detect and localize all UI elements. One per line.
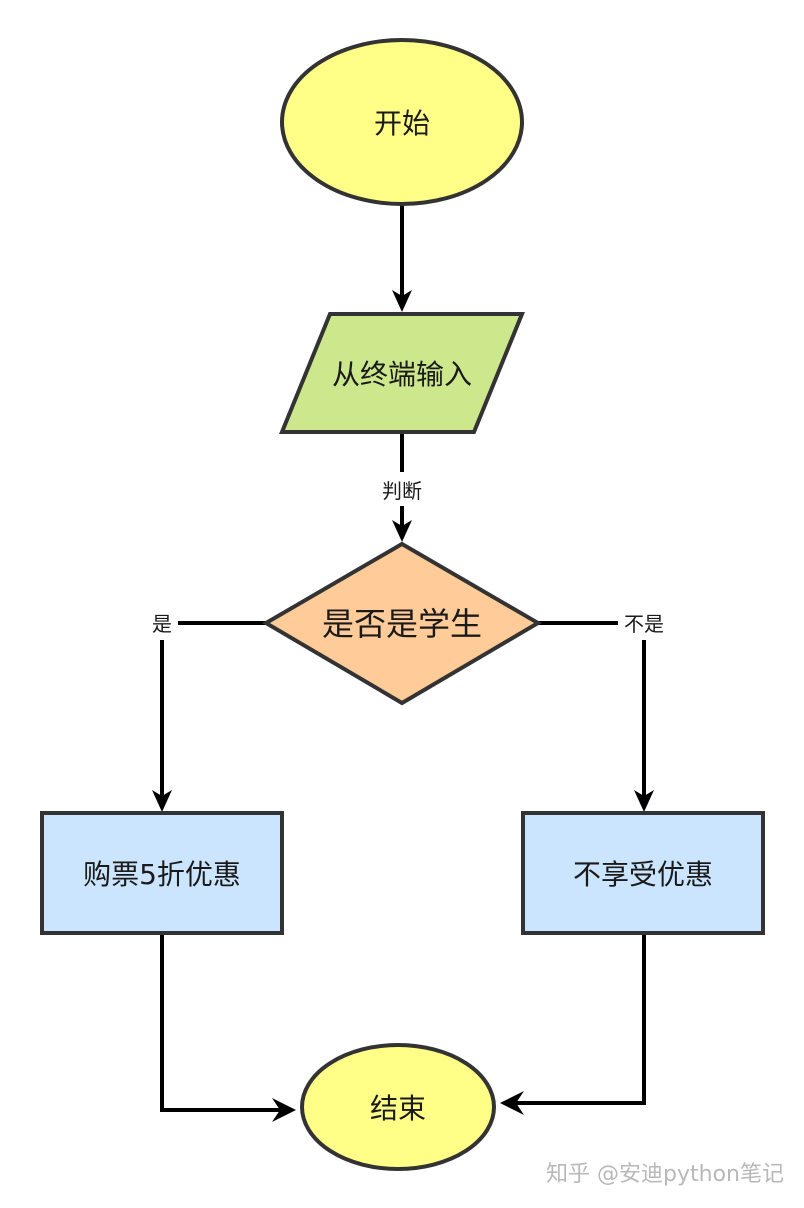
start-label: 开始 <box>374 107 430 140</box>
edge-nodiscount-to-end <box>512 934 646 1105</box>
decision-label: 是否是学生 <box>322 605 482 643</box>
arrowhead-start-to-input <box>392 290 412 312</box>
input-label: 从终端输入 <box>332 358 472 391</box>
no-discount-rect <box>521 811 765 935</box>
end-label: 结束 <box>370 1092 426 1125</box>
edge-discount-to-end <box>160 934 282 1112</box>
node-decision[interactable]: 是否是学生 <box>262 541 542 706</box>
arrowhead-decision-to-discount <box>152 790 172 812</box>
node-discount[interactable]: 购票5折优惠 <box>40 811 284 935</box>
arrowhead-decision-to-nodiscount <box>634 790 654 812</box>
discount-label: 购票5折优惠 <box>83 858 241 891</box>
decision-diamond <box>262 541 542 706</box>
no-discount-label: 不享受优惠 <box>573 858 713 891</box>
arrowhead-discount-to-end <box>272 1098 296 1122</box>
watermark: 知乎 @安迪python笔记 <box>546 1162 784 1187</box>
node-start[interactable]: 开始 <box>280 38 524 206</box>
end-ellipse <box>300 1043 496 1171</box>
start-ellipse <box>280 38 524 206</box>
arrowhead-input-to-decision <box>392 520 412 542</box>
edge-label-yes: 是 <box>152 612 172 636</box>
arrowhead-nodiscount-to-end <box>500 1091 524 1115</box>
node-input[interactable]: 从终端输入 <box>279 312 525 434</box>
discount-rect <box>40 811 284 935</box>
edge-label-no: 不是 <box>624 612 664 636</box>
input-parallelogram <box>279 312 525 434</box>
node-no-discount[interactable]: 不享受优惠 <box>521 811 765 935</box>
edges: 判断 是 不是 <box>152 204 664 1122</box>
node-end[interactable]: 结束 <box>300 1043 496 1171</box>
edge-label-judge: 判断 <box>382 479 422 503</box>
